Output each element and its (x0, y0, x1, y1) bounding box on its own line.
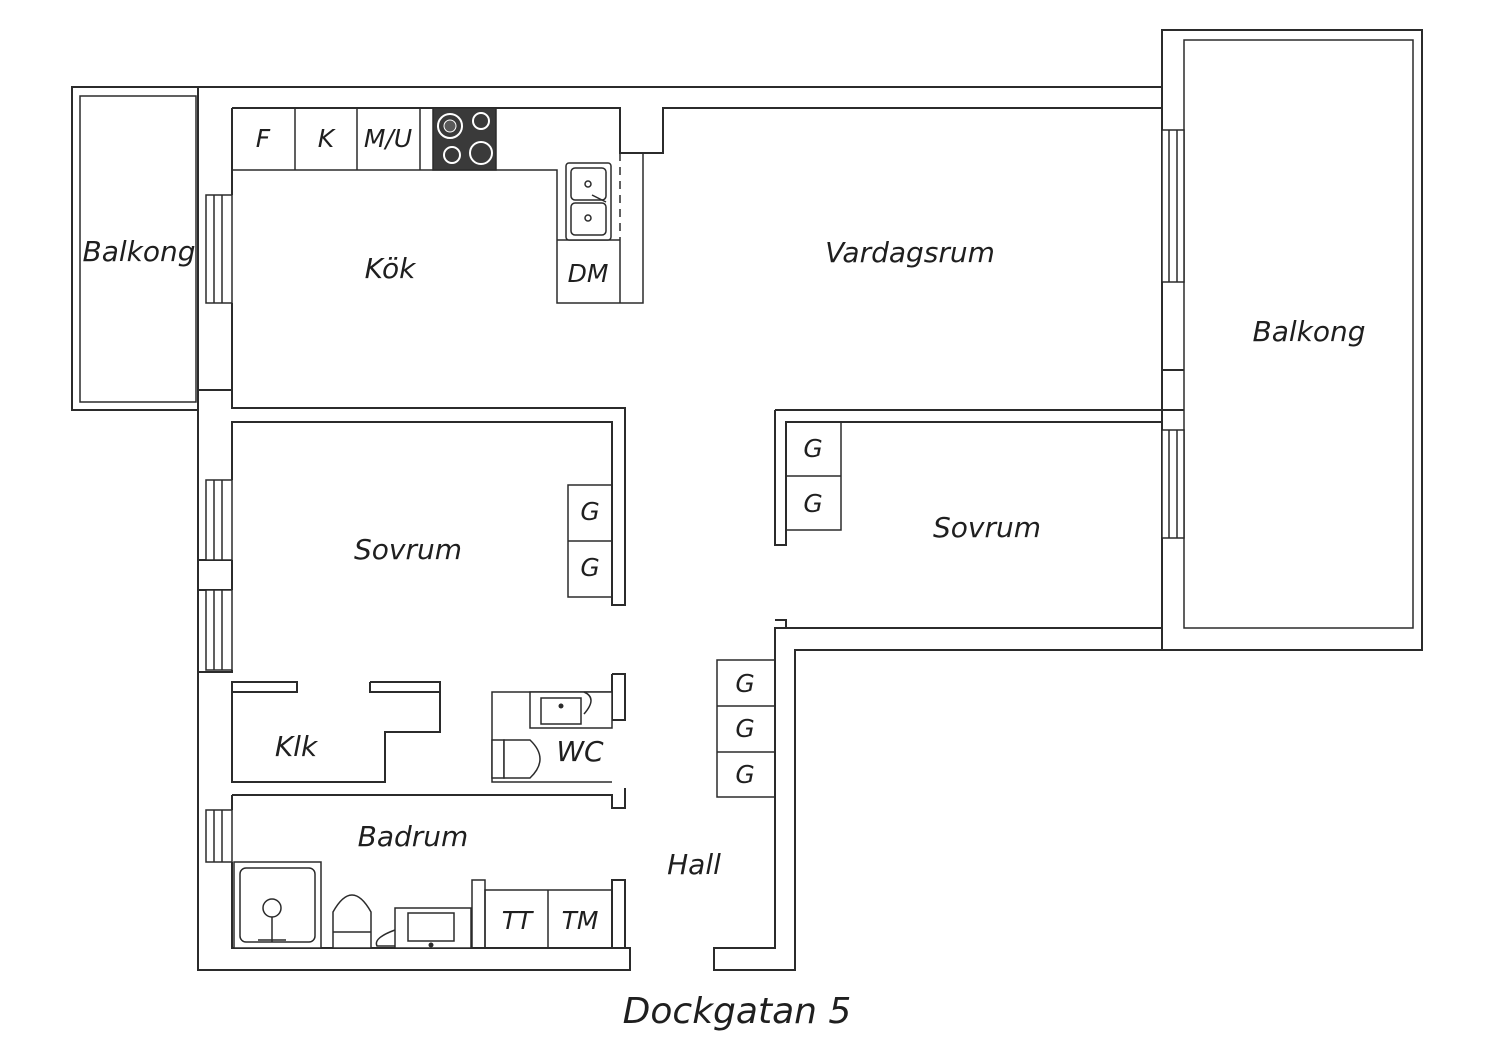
fixture-label-washer: TM (562, 906, 599, 935)
kitchen-sink-icon (565, 162, 612, 241)
fixture-label-wardrobe: G (735, 669, 754, 698)
wardrobes-hall (716, 659, 776, 798)
room-label-klk: Klk (275, 730, 319, 763)
room-label-hall: Hall (667, 848, 721, 881)
fixture-label-fridge: F (256, 124, 271, 153)
shower-icon (233, 861, 322, 949)
room-label-vardagsrum: Vardagsrum (825, 236, 995, 269)
room-label-kok: Kök (365, 252, 417, 285)
fixture-label-freezer: K (318, 124, 337, 153)
wardrobes-left-bedroom (567, 484, 613, 598)
fixture-label-wardrobe: G (735, 714, 754, 743)
plan-title: Dockgatan 5 (623, 991, 852, 1032)
fixture-label-wardrobe: G (735, 760, 754, 789)
room-label-sovrum-right: Sovrum (933, 511, 1041, 544)
fixture-label-wardrobe: G (580, 497, 599, 526)
windows (205, 129, 1185, 863)
laundry-units (471, 879, 613, 949)
fixture-label-wardrobe: G (803, 434, 822, 463)
bathroom-toilet-icon (332, 894, 372, 949)
toilet-icon (491, 739, 541, 779)
fixture-label-dishwasher: DM (568, 259, 609, 288)
fixture-label-microwave-oven: M/U (364, 124, 412, 153)
wc-fixtures (491, 691, 613, 783)
room-label-badrum: Badrum (358, 820, 469, 853)
wardrobes-right-bedroom (785, 421, 842, 531)
room-label-sovrum-left: Sovrum (354, 533, 462, 566)
fixture-label-dryer: TT (502, 906, 534, 935)
fixture-label-wardrobe: G (580, 553, 599, 582)
room-label-balkong-right: Balkong (1252, 315, 1365, 348)
bathroom-sink-icon (375, 907, 472, 949)
room-label-wc: WC (556, 735, 604, 768)
stove-icon (432, 107, 497, 171)
fixture-label-wardrobe: G (803, 489, 822, 518)
room-label-balkong-left: Balkong (82, 235, 195, 268)
